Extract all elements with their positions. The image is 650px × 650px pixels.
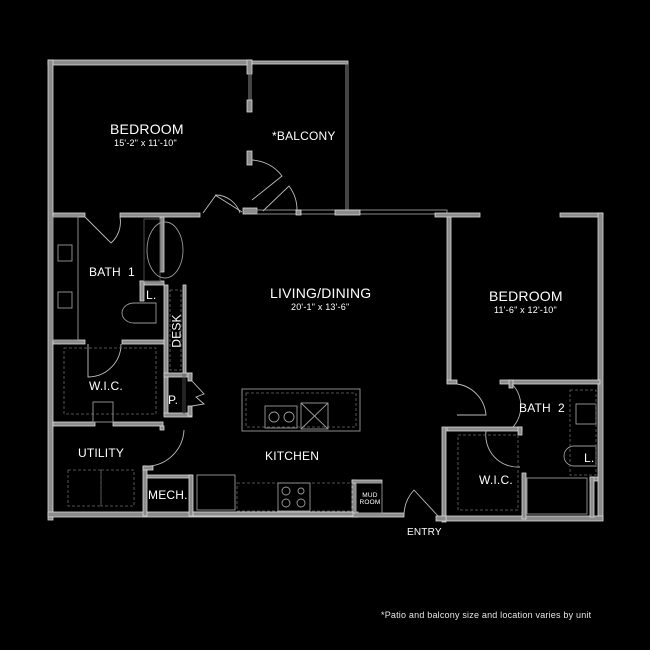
mud-room-label: MUD ROOM [358, 492, 382, 506]
linen-1-label: L. [146, 288, 157, 302]
mud-room-line1: MUD [362, 492, 378, 499]
utility-label: UTILITY [78, 446, 125, 460]
bedroom-2-label: BEDROOM [489, 288, 563, 304]
walls [47, 59, 604, 523]
bedroom-1-label: BEDROOM [110, 121, 184, 137]
wic-1-label: W.I.C. [89, 379, 123, 393]
bath-1-label: BATH 1 [89, 265, 135, 279]
bath-2-label: BATH 2 [519, 401, 565, 415]
bedroom-1-dims: 15'-2" x 11'-10" [114, 138, 177, 148]
footnote: *Patio and balcony size and location var… [381, 610, 592, 620]
wic-2-label: W.I.C. [479, 473, 513, 487]
kitchen-label: KITCHEN [265, 449, 320, 463]
living-dining-label: LIVING/DINING [270, 285, 372, 301]
mech-label: MECH. [148, 488, 188, 502]
mud-room-line2: ROOM [359, 499, 381, 506]
entry-label: ENTRY [407, 527, 442, 538]
pantry-label: P. [168, 393, 179, 407]
desk-label: DESK [169, 314, 184, 348]
doors [84, 159, 522, 517]
fixtures [52, 216, 597, 515]
linen-2-label: L. [584, 451, 595, 465]
bedroom-2-dims: 11'-6" x 12'-10" [494, 305, 557, 315]
balcony-label: *BALCONY [272, 129, 336, 143]
living-dining-dims: 20'-1" x 13'-6" [291, 302, 350, 312]
